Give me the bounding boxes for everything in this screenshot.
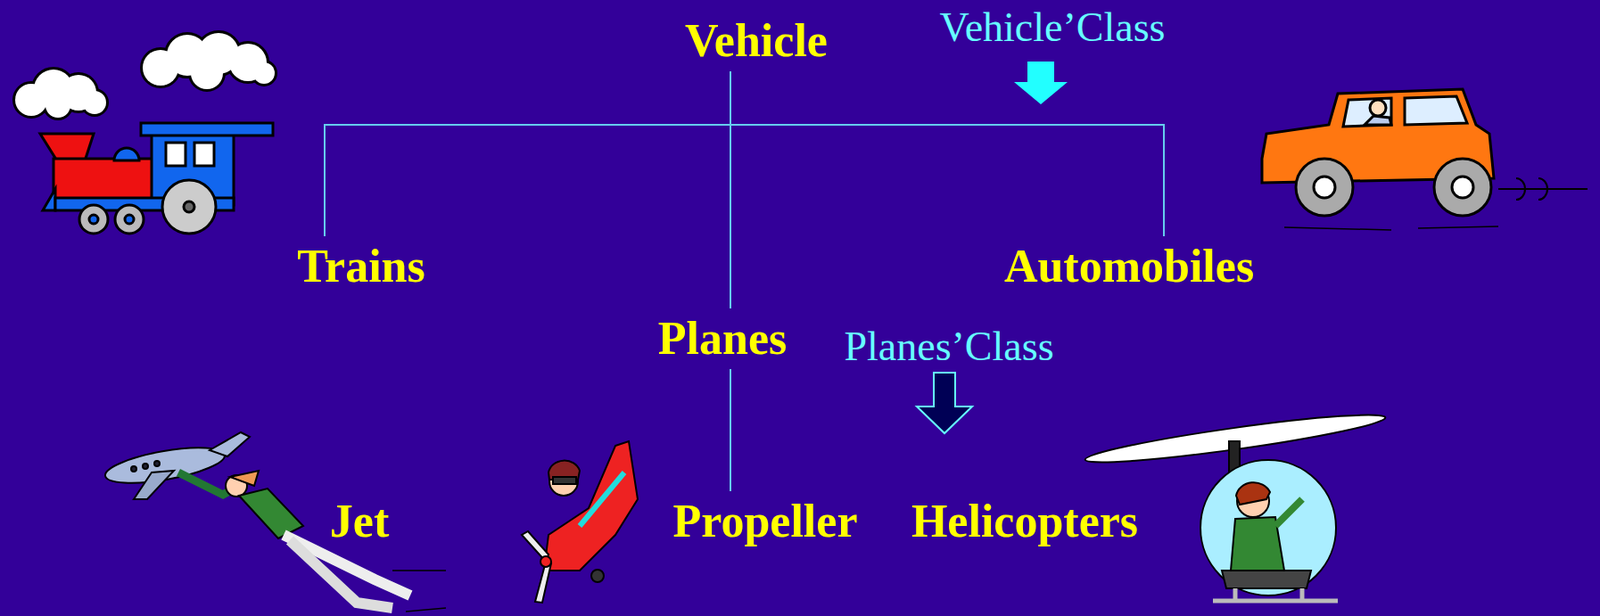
category-label: Jet xyxy=(322,491,396,553)
category-label: Planes xyxy=(651,308,794,370)
train-picture xyxy=(40,123,273,234)
connector-line xyxy=(730,71,1164,237)
propeller-plane-picture xyxy=(521,441,638,603)
class-arrow xyxy=(1014,61,1068,105)
class-arrow xyxy=(916,372,973,434)
node-text: Automobiles xyxy=(1004,239,1254,294)
connector-line xyxy=(729,369,732,492)
node-text: Jet xyxy=(329,494,389,549)
category-label: Vehicle xyxy=(677,10,835,72)
category-label: Helicopters xyxy=(904,491,1146,553)
node-text: Vehicle xyxy=(684,14,828,68)
node-text: Propeller xyxy=(673,494,858,549)
connector-line xyxy=(729,71,732,309)
connector-line xyxy=(324,71,731,237)
cloud xyxy=(142,32,275,90)
category-label: Trains xyxy=(289,236,433,297)
class-label: Vehicle’Class xyxy=(936,2,1170,54)
node-text: Trains xyxy=(296,239,426,294)
node-text: Helicopters xyxy=(911,494,1139,549)
category-label: Propeller xyxy=(666,491,866,553)
cloud xyxy=(15,69,107,118)
car-picture xyxy=(1261,89,1588,231)
node-text: Planes xyxy=(658,312,787,366)
class-label: Planes’Class xyxy=(840,321,1057,373)
jet-picture xyxy=(102,432,446,612)
category-label: Automobiles xyxy=(997,236,1262,297)
